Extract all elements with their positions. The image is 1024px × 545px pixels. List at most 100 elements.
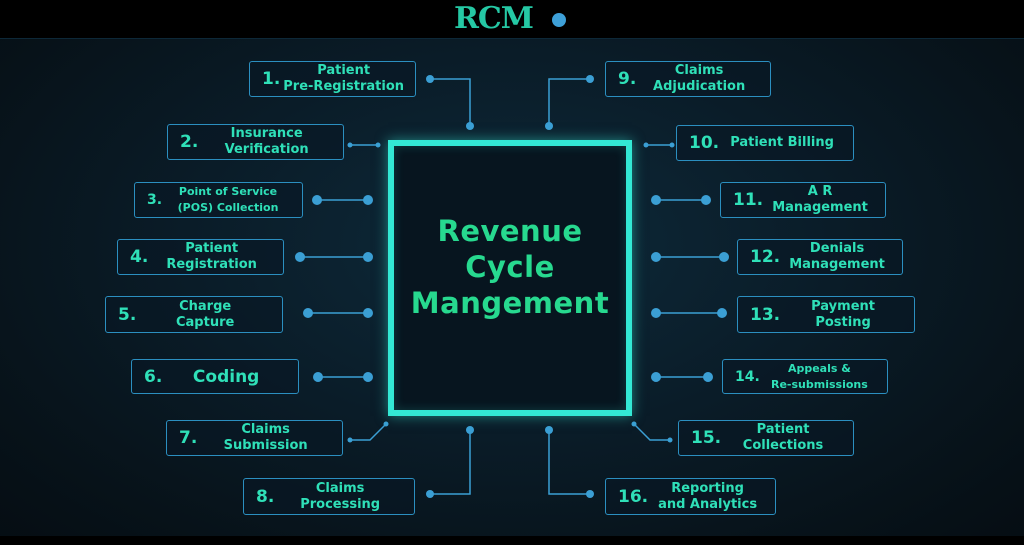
step-label-line: A R <box>807 184 833 199</box>
step-label-line: Pre-Registration <box>283 79 405 94</box>
step-label-line: and Analytics <box>658 496 758 512</box>
connector-node-15-2 <box>667 437 673 443</box>
step-box-3: 3.Point of Service(POS) Collection <box>134 182 303 218</box>
connector-node-15-1 <box>631 421 637 427</box>
step-box-6: 6.Coding <box>131 359 299 394</box>
top-bar-divider <box>0 38 1024 39</box>
step-label-line: Re-submissions <box>771 377 868 391</box>
step-label-line: Processing <box>300 496 381 512</box>
connector-node-3-2 <box>363 195 373 205</box>
step-label-line: Collections <box>742 438 824 453</box>
step-label-line: Verification <box>224 142 309 157</box>
step-label-line: Capture <box>175 314 235 330</box>
connector-node-13-2 <box>717 308 727 318</box>
connector-node-16-1 <box>586 490 594 498</box>
step-number: 13. <box>750 304 781 325</box>
connector-node-16-2 <box>545 426 553 434</box>
central-title-line: Mangement <box>410 286 610 320</box>
step-label-line: Claims <box>241 422 290 437</box>
step-number: 14. <box>735 368 760 385</box>
connector-wire-1 <box>430 78 471 126</box>
connector-node-4-1 <box>295 252 305 262</box>
step-label-line: Reporting <box>671 480 744 496</box>
connector-node-8-1 <box>426 490 434 498</box>
connector-node-13-1 <box>651 308 661 318</box>
central-title-line: Cycle <box>465 250 555 284</box>
connector-node-12-1 <box>651 252 661 262</box>
step-label-line: Appeals & <box>787 361 851 375</box>
step-number: 3. <box>147 192 163 208</box>
step-label: Point of Service(POS) Collection <box>162 184 294 216</box>
step-label: Coding <box>162 366 290 387</box>
connector-node-8-2 <box>466 426 474 434</box>
connector-node-5-1 <box>303 308 313 318</box>
connector-node-12-2 <box>719 252 729 262</box>
step-label-line: Patient Billing <box>730 135 834 150</box>
central-node: Revenue Cycle Mangement <box>388 140 632 416</box>
rcm-logo: RCM <box>454 1 534 36</box>
watermark <box>838 535 988 545</box>
connector-node-2-1 <box>347 142 353 148</box>
connector-node-1-1 <box>426 75 434 83</box>
connector-node-11-2 <box>701 195 711 205</box>
step-label-line: Posting <box>815 314 871 330</box>
connector-wire-7 <box>350 423 387 441</box>
step-label-line: Patient <box>185 241 239 256</box>
step-number: 11. <box>733 190 764 210</box>
step-label-line: Adjudication <box>653 79 746 94</box>
connector-node-14-2 <box>703 372 713 382</box>
step-number: 12. <box>750 247 781 267</box>
step-label-line: Insurance <box>230 126 303 141</box>
step-label-line: Submission <box>223 438 308 453</box>
step-box-14: 14. Appeals & Re-submissions <box>722 359 888 394</box>
step-number: 1. <box>262 69 281 89</box>
step-number: 8. <box>256 486 275 507</box>
step-label-line: Payment <box>811 298 875 314</box>
connector-node-3-1 <box>312 195 322 205</box>
footer-band <box>0 536 1024 545</box>
step-label-line: Patient <box>756 422 810 437</box>
step-label-line: Claims <box>674 63 724 78</box>
connector-node-9-2 <box>545 122 553 130</box>
step-label-line: Coding <box>192 366 260 387</box>
step-number: 7. <box>179 428 198 448</box>
step-label-line: (POS) Collection <box>177 201 279 214</box>
step-label: Appeals & Re-submissions <box>760 361 879 393</box>
connector-node-11-1 <box>651 195 661 205</box>
step-label-line: Patient <box>317 63 371 78</box>
connector-node-2-2 <box>375 142 381 148</box>
step-label-line: Management <box>789 257 885 272</box>
connector-wire-9 <box>548 78 590 126</box>
step-label: Patient Billing <box>719 135 845 151</box>
step-number: 9. <box>618 69 637 89</box>
connector-node-5-2 <box>363 308 373 318</box>
connector-node-10-1 <box>643 142 649 148</box>
logo-dot-icon <box>552 13 566 27</box>
step-number: 16. <box>618 486 649 507</box>
step-number: 5. <box>118 304 137 325</box>
step-label-line: Claims <box>315 480 365 496</box>
step-label-line: Management <box>772 200 868 215</box>
